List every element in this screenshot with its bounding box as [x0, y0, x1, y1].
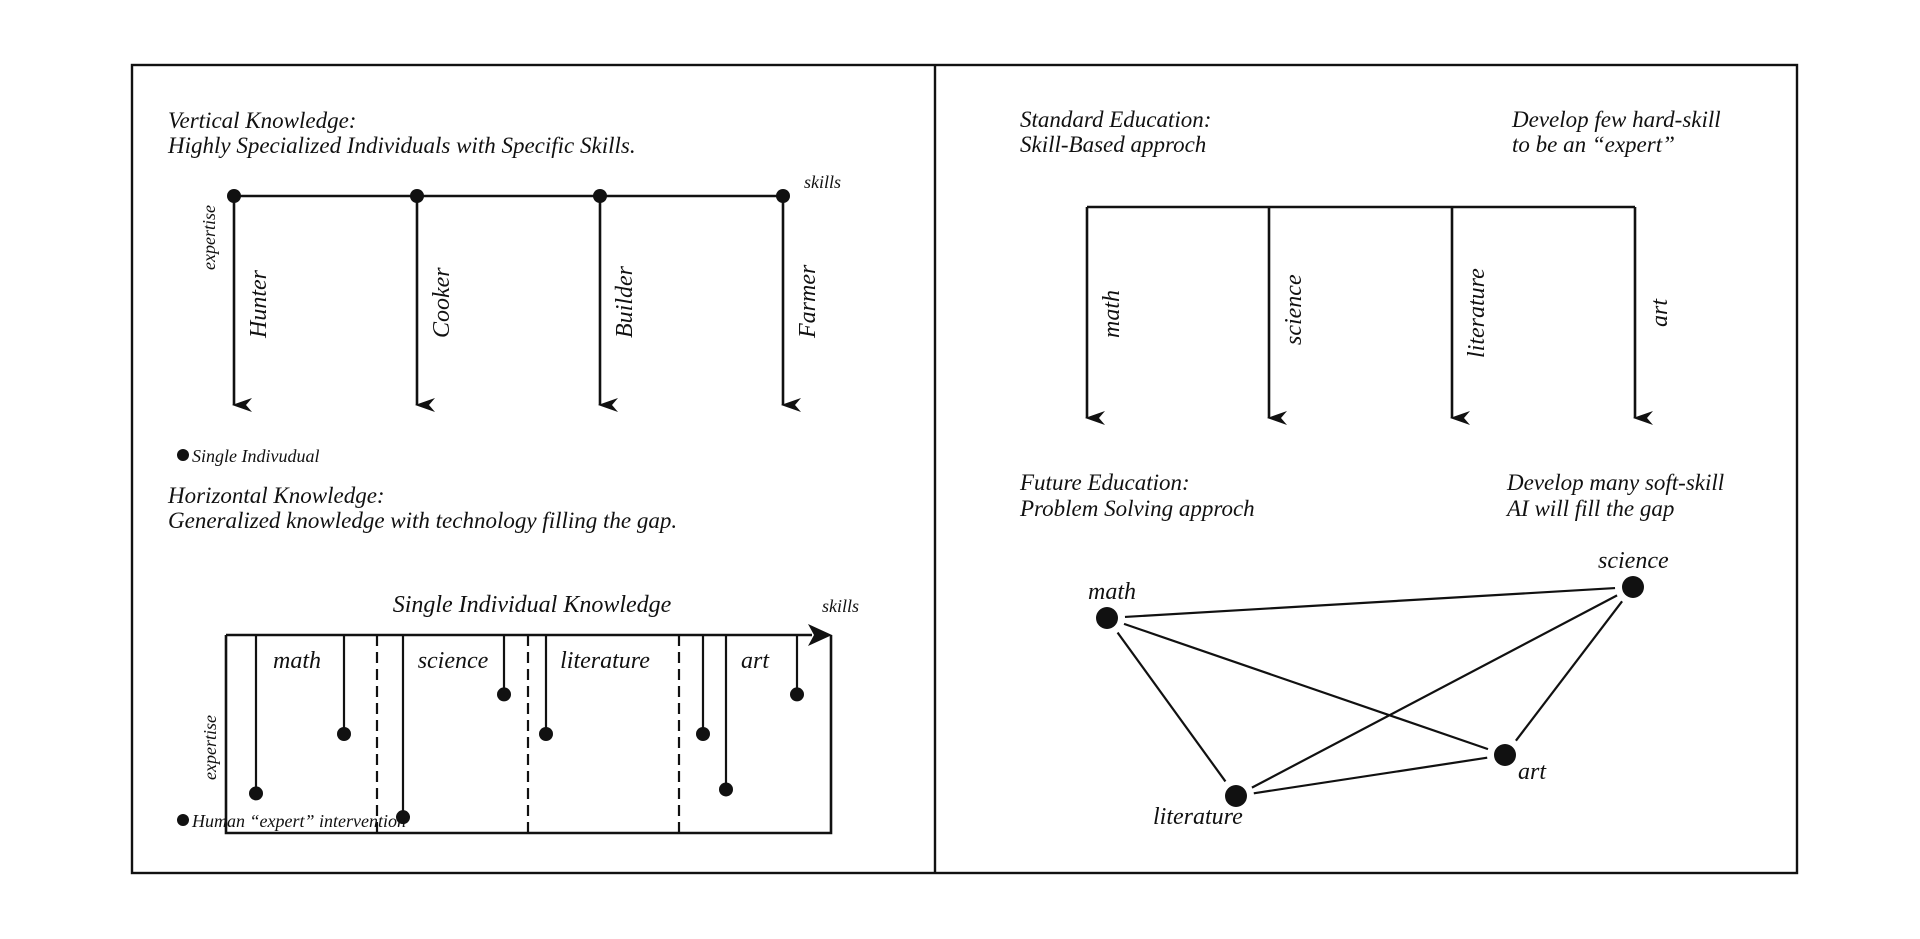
skills-arrow-head [808, 624, 832, 646]
section-label: math [273, 648, 321, 674]
individual-label: Builder [612, 265, 638, 338]
expertise-axis-label: expertise [199, 205, 219, 270]
edge-math-art [1123, 622, 1489, 751]
individual-dot [593, 189, 607, 203]
section-label: literature [560, 648, 650, 674]
intervention-dot [396, 810, 410, 825]
node-art [1494, 744, 1516, 766]
section-label: science [418, 648, 489, 674]
future-subtitle: Problem Solving approch [1019, 496, 1255, 521]
node-label-literature: literature [1153, 804, 1243, 830]
horizontal-title: Horizontal Knowledge: [167, 483, 385, 508]
edge-math-literature [1116, 631, 1227, 783]
intervention-dot [337, 727, 351, 741]
node-label-math: math [1088, 579, 1136, 605]
intervention-dot [249, 786, 263, 801]
individual-label: Farmer [795, 264, 821, 339]
individual-label: Hunter [246, 269, 272, 339]
subjects-group: math science literature art [1085, 207, 1673, 425]
future-note-line1: Develop many soft-skill [1506, 470, 1724, 495]
individual-dot [227, 189, 241, 203]
single-individual-legend: Single Indivudual [192, 446, 319, 466]
edge-math-science [1124, 586, 1616, 619]
edge-literature-art [1253, 756, 1488, 795]
network-edges [1116, 586, 1623, 795]
outer-frame [130, 63, 1799, 875]
standard-note-line1: Develop few hard-skill [1511, 107, 1721, 132]
edge-science-literature [1251, 594, 1618, 789]
individual-label: Cooker [429, 267, 455, 338]
individual-dot [410, 189, 424, 203]
intervention-dot [497, 687, 511, 702]
standard-education-section: Standard Education: Skill-Based approch … [1020, 107, 1721, 425]
subject-label: literature [1464, 268, 1490, 358]
vertical-title: Vertical Knowledge: [168, 108, 356, 133]
horizontal-skills-label: skills [822, 596, 859, 616]
horizontal-knowledge-section: Horizontal Knowledge: Generalized knowle… [167, 483, 859, 835]
human-expert-legend: Human “expert” intervention [191, 811, 406, 831]
intervention-dot [719, 782, 733, 797]
intervention-dot [696, 727, 710, 741]
node-math [1096, 607, 1118, 629]
horizontal-subtitle: Generalized knowledge with technology fi… [168, 508, 677, 533]
node-label-science: science [1598, 548, 1669, 574]
future-title: Future Education: [1019, 470, 1190, 495]
intervention-dot [539, 727, 553, 741]
node-literature [1225, 785, 1247, 807]
intervention-dot [790, 687, 804, 702]
standard-subtitle: Skill-Based approch [1020, 132, 1206, 157]
single-individual-legend-dot [177, 449, 189, 461]
interventions-group [249, 635, 804, 825]
subject-label: science [1281, 274, 1307, 345]
vertical-subtitle: Highly Specialized Individuals with Spec… [167, 133, 636, 158]
section-label: art [741, 648, 770, 674]
standard-note-line2: to be an “expert” [1512, 132, 1675, 157]
sections-group: math science literature art [273, 635, 770, 833]
horizontal-expertise-label: expertise [200, 715, 220, 780]
individual-dot [776, 189, 790, 203]
subject-label: math [1099, 290, 1125, 338]
future-note-line2: AI will fill the gap [1505, 496, 1674, 521]
human-expert-legend-dot [177, 814, 189, 826]
node-label-art: art [1518, 759, 1547, 785]
vertical-knowledge-section: Vertical Knowledge: Highly Specialized I… [167, 108, 841, 466]
single-individual-knowledge-title: Single Individual Knowledge [393, 592, 672, 618]
individuals-group: Hunter Cooker Builder Farmer [227, 189, 821, 412]
edge-science-art [1515, 600, 1623, 742]
node-science [1622, 576, 1644, 598]
skills-axis-label: skills [804, 172, 841, 192]
future-education-section: Future Education: Problem Solving approc… [1019, 470, 1724, 830]
network-nodes: math science art literature [1088, 548, 1669, 830]
subject-label: art [1647, 298, 1673, 327]
standard-title: Standard Education: [1020, 107, 1211, 132]
